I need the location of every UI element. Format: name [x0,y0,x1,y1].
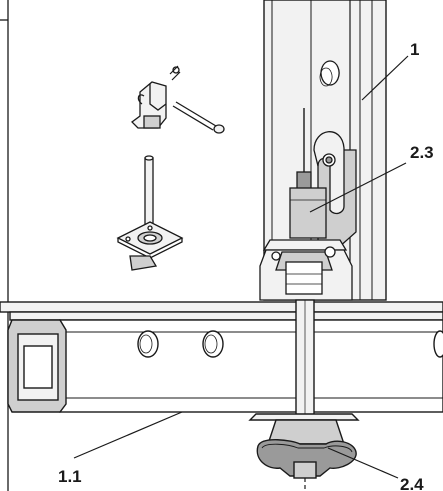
horizontal-beam [0,301,443,413]
callout-label-2-4: 2.4 [400,475,424,491]
callout-label-2-3: 2.3 [410,143,434,162]
leader-line-2-3 [309,162,407,213]
loose-spindle-base [116,155,184,271]
mounted-clamp-assembly [259,108,357,301]
callout-label-1: 1 [410,40,419,59]
loose-pin [172,101,225,134]
leader-line-2-4 [327,447,399,479]
callout-labels: 1 2.3 1.1 2.4 [58,40,434,491]
leader-lines [73,55,409,479]
frame-outline [0,0,9,491]
star-knob [248,413,360,491]
loose-hinge-bracket [131,65,181,129]
callout-label-1-1: 1.1 [58,467,82,486]
through-spindle [295,299,315,419]
leader-line-1-1 [73,411,183,459]
leader-line-1 [361,55,409,101]
